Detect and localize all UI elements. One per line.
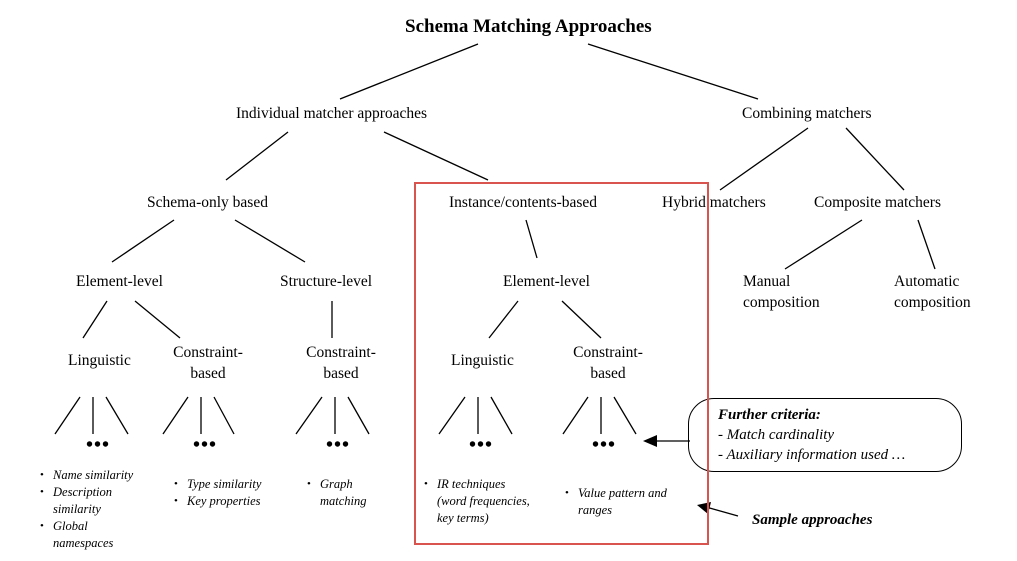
- node-manual-composition-line-1: Manual: [743, 273, 791, 290]
- node-instance-constraint-line-1: Constraint-: [573, 344, 643, 361]
- sample-item-line: Value pattern and: [578, 486, 667, 500]
- samples-instance-constraint: Value pattern and ranges: [564, 485, 667, 519]
- sample-item: Graph matching: [307, 476, 367, 510]
- samples-structure-constraint: Graph matching: [306, 476, 367, 510]
- further-criteria-text: Further criteria: - Match cardinality - …: [718, 405, 905, 465]
- sample-item: Global namespaces: [40, 518, 133, 552]
- sample-item-line: similarity: [53, 502, 101, 516]
- ellipsis-instance-constraint: •••: [592, 434, 617, 456]
- sample-item-line: Graph: [320, 477, 353, 491]
- sample-item-line: matching: [320, 494, 367, 508]
- ellipsis-structure-constraint: •••: [326, 434, 351, 456]
- node-schema-constraint-line-2: based: [190, 365, 226, 382]
- instance-based-highlight-box: [414, 182, 709, 545]
- further-criteria-item: - Auxiliary information used …: [718, 447, 906, 463]
- diagram-title: Schema Matching Approaches: [405, 16, 652, 37]
- samples-schema-constraint: Type similarity Key properties: [173, 476, 261, 510]
- sample-item: IR techniques (word frequencies, key terms…: [424, 476, 530, 527]
- sample-item-line: Name similarity: [53, 468, 134, 482]
- node-instance-constraint-line-2: based: [590, 365, 626, 382]
- node-composite-matchers: Composite matchers: [814, 194, 941, 211]
- sample-item-line: IR techniques: [437, 477, 506, 491]
- further-criteria-heading: Further criteria:: [718, 407, 821, 423]
- sample-approaches-label: Sample approaches: [752, 512, 873, 528]
- node-automatic-composition-line-2: composition: [894, 294, 971, 311]
- node-schema-constraint-based: Constraint- based: [164, 342, 252, 384]
- node-schema-element-level: Element-level: [76, 273, 163, 290]
- sample-item-line: Key properties: [187, 494, 261, 508]
- node-structure-constraint-line-1: Constraint-: [306, 344, 376, 361]
- node-instance-contents-based: Instance/contents-based: [449, 194, 598, 211]
- further-criteria-box: [688, 398, 962, 472]
- sample-item: Description similarity: [40, 484, 133, 518]
- sample-item-line: ranges: [578, 503, 613, 517]
- further-criteria-item: - Match cardinality: [718, 427, 835, 443]
- node-individual-matcher-approaches: Individual matcher approaches: [236, 105, 428, 122]
- node-instance-constraint-based: Constraint- based: [564, 342, 652, 384]
- ellipsis-schema-linguistic: •••: [86, 434, 111, 456]
- node-schema-only-based: Schema-only based: [147, 194, 268, 211]
- node-manual-composition-line-2: composition: [743, 294, 820, 311]
- sample-item: Name similarity: [40, 467, 134, 484]
- node-schema-constraint-line-1: Constraint-: [173, 344, 243, 361]
- samples-schema-linguistic: Name similarity Description similarity Gl…: [39, 467, 133, 552]
- node-structure-constraint-based: Constraint- based: [297, 342, 385, 384]
- ellipsis-schema-constraint: •••: [193, 434, 218, 456]
- node-structure-constraint-line-2: based: [323, 365, 359, 382]
- node-automatic-composition: Automatic composition: [894, 271, 971, 313]
- node-hybrid-matchers: Hybrid matchers: [662, 194, 766, 211]
- sample-item: Key properties: [174, 493, 261, 510]
- sample-item-line: key terms): [437, 511, 489, 525]
- node-structure-level: Structure-level: [280, 273, 373, 290]
- sample-item-line: Type similarity: [187, 477, 262, 491]
- node-manual-composition: Manual composition: [743, 271, 820, 313]
- node-instance-element-level: Element-level: [503, 273, 590, 290]
- sample-item-line: Description: [53, 485, 113, 499]
- node-automatic-composition-line-1: Automatic: [894, 273, 960, 290]
- node-schema-linguistic: Linguistic: [68, 352, 131, 369]
- node-instance-linguistic: Linguistic: [451, 352, 514, 369]
- samples-instance-linguistic: IR techniques (word frequencies, key terms…: [423, 476, 530, 527]
- node-combining-matchers: Combining matchers: [742, 105, 872, 122]
- sample-item-line: namespaces: [53, 536, 114, 550]
- sample-item: Value pattern and ranges: [565, 485, 667, 519]
- sample-item-line: Global: [53, 519, 88, 533]
- ellipsis-instance-linguistic: •••: [469, 434, 494, 456]
- sample-item-line: (word frequencies,: [437, 494, 530, 508]
- sample-item: Type similarity: [174, 476, 262, 493]
